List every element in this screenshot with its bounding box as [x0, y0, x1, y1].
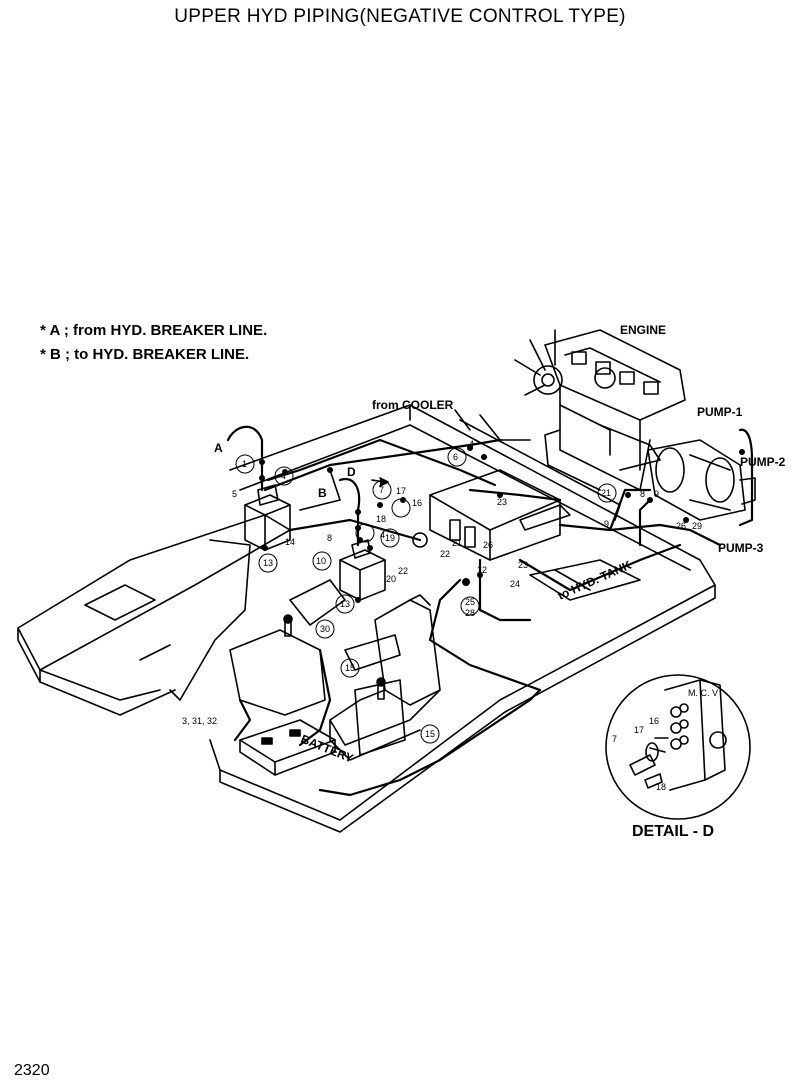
- callout-13b: 13: [340, 599, 350, 609]
- callout-4c: 4: [380, 530, 385, 540]
- flow-arrows: [371, 409, 591, 591]
- marker-d: D: [347, 465, 356, 479]
- callout-3: 3, 31, 32: [182, 716, 217, 726]
- callout-9a: 9: [604, 519, 609, 529]
- callout-5: 5: [232, 489, 237, 499]
- callout-6: 6: [453, 452, 458, 462]
- engine-label: ENGINE: [620, 323, 666, 337]
- callout-4b: 4: [469, 439, 474, 449]
- detail-d-title: DETAIL - D: [632, 823, 714, 840]
- callout-18: 18: [376, 514, 386, 524]
- callout-7: 7: [379, 485, 384, 495]
- page-title: UPPER HYD PIPING(NEGATIVE CONTROL TYPE): [174, 6, 626, 27]
- main-control-valve: [412, 469, 561, 561]
- callout-26a: 26: [483, 540, 493, 550]
- callout-4a: 4: [281, 471, 286, 481]
- callout-1: 1: [242, 459, 247, 469]
- detail-d-view: [605, 674, 751, 820]
- callout-19: 19: [385, 533, 395, 543]
- to-hyd-tank-label: to HYD. TANK: [556, 558, 634, 603]
- callout-21a: 21: [452, 538, 462, 548]
- callout-12: 12: [477, 565, 487, 575]
- callout-13a: 13: [263, 558, 273, 568]
- main-pump: [647, 439, 756, 521]
- callout-16: 16: [412, 498, 422, 508]
- battery: [239, 719, 336, 776]
- callout-14: 14: [285, 537, 295, 547]
- callout-8b: 8: [640, 489, 645, 499]
- callout-17: 17: [396, 486, 406, 496]
- marker-b: B: [318, 486, 327, 500]
- detail-callout-17: 17: [634, 725, 644, 735]
- pump3-label: PUMP-3: [718, 541, 764, 555]
- callout-25: 25: [465, 597, 475, 607]
- pilot-blocks: [244, 484, 386, 601]
- detail-callout-7: 7: [612, 734, 617, 744]
- callout-30: 30: [320, 624, 330, 634]
- engine-block: [514, 329, 686, 491]
- callout-22a: 22: [398, 566, 408, 576]
- page-number: 2320: [14, 1062, 50, 1079]
- note-a: * A ; from HYD. BREAKER LINE.: [40, 322, 268, 339]
- hydraulic-lines: [226, 425, 754, 797]
- callout-23a: 23: [497, 497, 507, 507]
- callout-circles: [235, 447, 617, 744]
- detail-callout-16: 16: [649, 716, 659, 726]
- callout-15b: 15: [425, 729, 435, 739]
- callout-23b: 23: [518, 560, 528, 570]
- callout-15a: 15: [345, 663, 355, 673]
- operator-seat: [229, 594, 441, 761]
- upper-frame: [17, 404, 716, 833]
- marker-a: A: [214, 441, 223, 455]
- fittings: [259, 445, 745, 603]
- pump2-label: PUMP-2: [740, 455, 786, 469]
- callout-9b: 9: [654, 489, 659, 499]
- callout-28: 28: [465, 608, 475, 618]
- note-b: * B ; to HYD. BREAKER LINE.: [40, 346, 250, 363]
- callout-29: 29: [692, 521, 702, 531]
- callout-22b: 22: [440, 549, 450, 559]
- callout-21b: 21: [601, 488, 611, 498]
- callout-26b: 26: [676, 521, 686, 531]
- callout-20: 20: [386, 574, 396, 584]
- detail-callout-18: 18: [656, 782, 666, 792]
- mcv-label: M. C. V: [688, 688, 718, 698]
- battery-label: BATTERY: [299, 732, 356, 766]
- from-cooler-label: from COOLER: [372, 398, 454, 412]
- callout-8a: 8: [327, 533, 332, 543]
- callout-10: 10: [316, 556, 326, 566]
- pump1-label: PUMP-1: [697, 405, 743, 419]
- callout-24: 24: [510, 579, 520, 589]
